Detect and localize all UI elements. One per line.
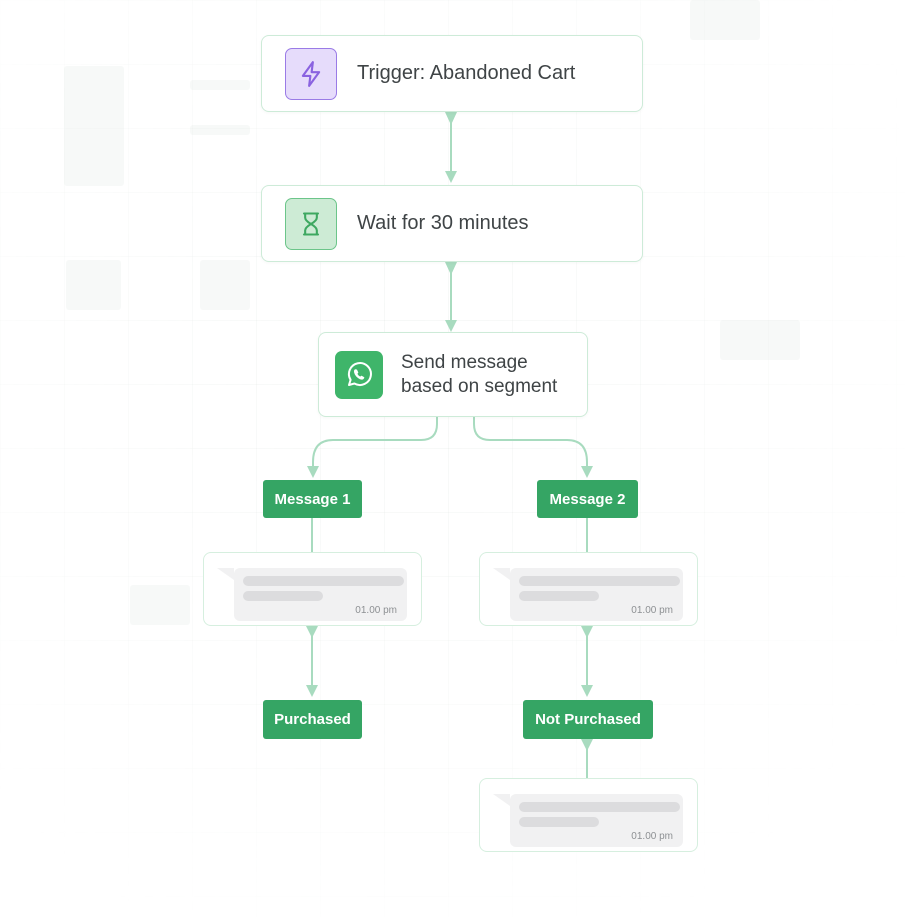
connector-send-to-message-2 <box>473 416 588 470</box>
background-decoration <box>64 66 124 186</box>
chat-bubble: 01.00 pm <box>493 794 683 847</box>
background-decoration <box>690 0 760 40</box>
background-decoration <box>200 260 250 310</box>
send-message-label-line1: Send message <box>401 351 528 373</box>
message-2-tag[interactable]: Message 2 <box>537 480 638 518</box>
trigger-node[interactable]: Trigger: Abandoned Cart <box>261 35 643 112</box>
arrow-head-icon <box>306 685 318 697</box>
arrow-head-icon <box>445 171 457 183</box>
followup-message-card[interactable]: 01.00 pm <box>479 778 698 852</box>
background-decoration <box>130 585 190 625</box>
message-1-card[interactable]: 01.00 pm <box>203 552 422 626</box>
message-time: 01.00 pm <box>355 605 397 616</box>
connector-notch <box>581 626 593 638</box>
arrow-head-icon <box>307 466 319 478</box>
background-decoration <box>190 80 250 90</box>
wait-label: Wait for 30 minutes <box>357 212 529 234</box>
background-decoration <box>720 320 800 360</box>
arrow-head-icon <box>581 466 593 478</box>
connector-notch <box>306 626 318 638</box>
purchased-tag[interactable]: Purchased <box>263 700 362 739</box>
placeholder-text-line <box>519 817 599 827</box>
hourglass-icon <box>285 197 337 250</box>
wait-node[interactable]: Wait for 30 minutes <box>261 185 643 262</box>
lightning-bolt-icon <box>285 47 337 100</box>
not-purchased-tag[interactable]: Not Purchased <box>523 700 653 739</box>
arrow-head-icon <box>445 320 457 332</box>
connector-notch <box>445 262 457 275</box>
chat-bubble: 01.00 pm <box>493 568 683 621</box>
message-1-tag[interactable]: Message 1 <box>263 480 362 518</box>
placeholder-text-line <box>519 802 680 812</box>
send-message-label: Send message based on segment <box>401 351 557 399</box>
trigger-label: Trigger: Abandoned Cart <box>357 62 576 84</box>
send-message-label-line2: based on segment <box>401 375 558 397</box>
arrow-head-icon <box>581 685 593 697</box>
background-decoration <box>66 260 121 310</box>
background-decoration <box>190 125 250 135</box>
connector-notch <box>445 112 457 125</box>
placeholder-text-line <box>519 576 680 586</box>
placeholder-text-line <box>519 591 599 601</box>
message-time: 01.00 pm <box>631 831 673 842</box>
message-2-card[interactable]: 01.00 pm <box>479 552 698 626</box>
connector-notch <box>581 739 593 751</box>
connector-send-to-message-1 <box>312 416 438 470</box>
message-time: 01.00 pm <box>631 605 673 616</box>
send-message-node[interactable]: Send message based on segment <box>318 332 588 417</box>
placeholder-text-line <box>243 591 323 601</box>
placeholder-text-line <box>243 576 404 586</box>
chat-bubble: 01.00 pm <box>217 568 407 621</box>
whatsapp-icon <box>335 350 383 399</box>
